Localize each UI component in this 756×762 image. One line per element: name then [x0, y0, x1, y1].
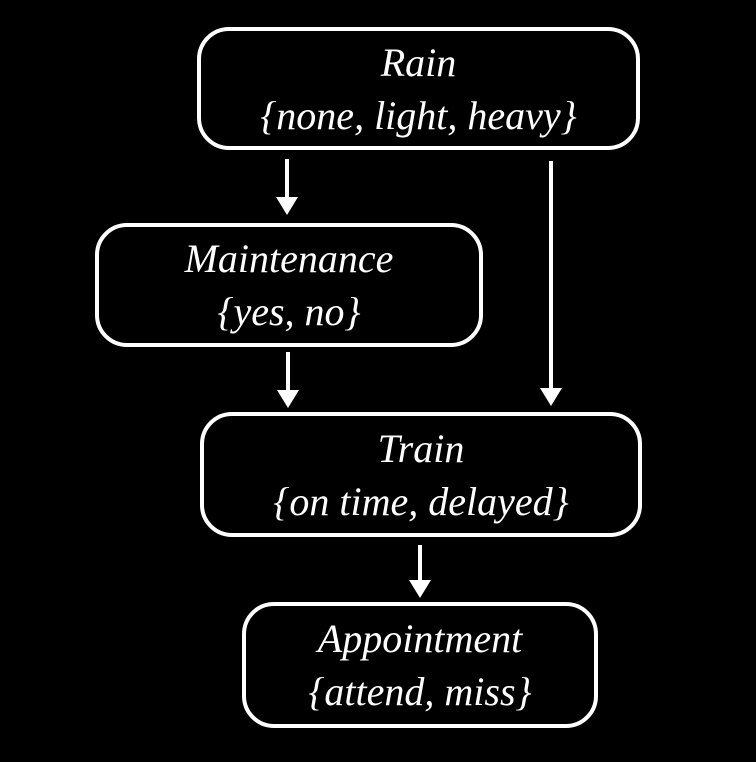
edge-line [549, 161, 553, 388]
node-appointment-name: Appointment [317, 616, 523, 661]
node-rain-name: Rain [380, 39, 457, 85]
node-train-domain: {on time, delayed} [273, 478, 569, 524]
edge-train-to-appointment [409, 545, 431, 598]
edge-line [286, 352, 290, 390]
node-appointment: Appointment {attend, miss} [242, 602, 598, 728]
arrowhead-down-icon [276, 197, 298, 215]
edge-line [418, 545, 422, 580]
edge-rain-to-maintenance [276, 159, 298, 215]
node-maintenance: Maintenance {yes, no} [95, 223, 483, 347]
node-train: Train {on time, delayed} [200, 412, 642, 537]
node-maintenance-name: Maintenance [184, 236, 394, 281]
edge-maintenance-to-train [277, 352, 299, 408]
node-rain-domain: {none, light, heavy} [260, 92, 577, 138]
edge-rain-to-train [540, 161, 562, 406]
node-train-name: Train [377, 425, 465, 471]
arrowhead-down-icon [540, 388, 562, 406]
node-appointment-domain: {attend, miss} [308, 669, 532, 714]
arrowhead-down-icon [277, 390, 299, 408]
arrowhead-down-icon [409, 580, 431, 598]
node-maintenance-domain: {yes, no} [217, 289, 361, 334]
node-rain: Rain {none, light, heavy} [197, 27, 640, 150]
edge-line [285, 159, 289, 197]
